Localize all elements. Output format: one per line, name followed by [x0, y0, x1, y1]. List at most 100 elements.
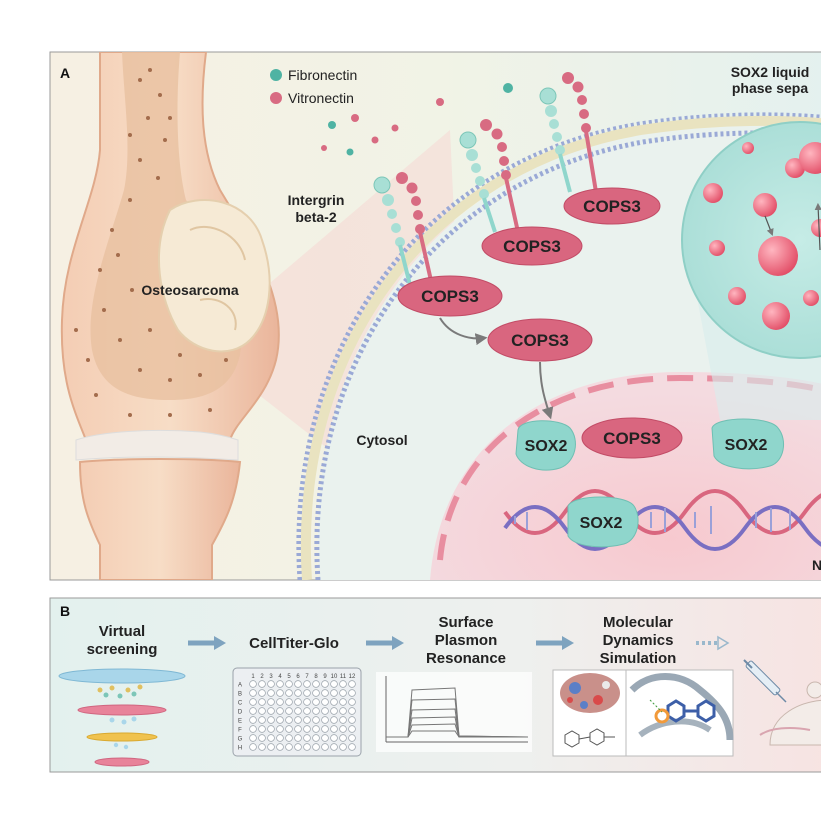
plate-well	[321, 698, 329, 706]
plate-col-label: 4	[278, 674, 282, 680]
plate-well	[312, 743, 320, 751]
plate-well	[258, 707, 266, 715]
plate-well	[348, 689, 356, 697]
plate-well	[330, 698, 338, 706]
integrin-receptor-3	[539, 72, 598, 193]
plate-well	[285, 689, 293, 697]
plate-well	[294, 698, 302, 706]
plate-well	[285, 698, 293, 706]
plate-well	[249, 680, 257, 688]
plate-well	[303, 698, 311, 706]
plate-well	[294, 716, 302, 724]
membrane-outer	[296, 112, 821, 580]
md-simulation-images	[552, 669, 734, 757]
plate-row-label: H	[238, 746, 242, 752]
plate-well	[348, 680, 356, 688]
step1-label-2: screening	[87, 641, 158, 658]
plate-well	[258, 698, 266, 706]
cops3-membrane-3	[563, 187, 661, 225]
plate-well	[339, 725, 347, 733]
plate-row-label: E	[238, 719, 242, 725]
cytosol-label: Cytosol	[356, 432, 407, 448]
cops3-label-1: COPS3	[421, 287, 479, 306]
plate-col-label: 6	[296, 674, 300, 680]
plate-well	[339, 707, 347, 715]
lps-title-2: phase sepa	[732, 80, 808, 96]
plate-row-label: A	[238, 683, 242, 689]
panel-b-label: B	[60, 603, 70, 619]
plate-col-label: 2	[260, 674, 264, 680]
plate-well	[294, 734, 302, 742]
step3-label-1: Surface	[438, 614, 493, 631]
plate-well	[258, 716, 266, 724]
plate-well	[276, 707, 284, 715]
plate-well	[285, 734, 293, 742]
plate-well	[258, 689, 266, 697]
plate-well	[249, 743, 257, 751]
step1-label-1: Virtual	[99, 623, 145, 640]
plate-well	[312, 698, 320, 706]
plate-well	[285, 725, 293, 733]
plate-well	[285, 680, 293, 688]
plate-well	[348, 725, 356, 733]
panel-a-label: A	[60, 65, 70, 81]
plate-well	[294, 680, 302, 688]
panel-b: B Virtual screening CellTiter-Glo	[49, 597, 821, 773]
step3-label-3: Resonance	[426, 650, 506, 667]
plate-well	[321, 680, 329, 688]
step3-label-2: Plasmon	[435, 632, 498, 649]
lps-title-1: SOX2 liquid	[731, 64, 810, 80]
plate-well	[249, 716, 257, 724]
fibronectin-label: Fibronectin	[288, 67, 357, 83]
plate-well	[348, 707, 356, 715]
plate-well	[267, 689, 275, 697]
plate-well	[339, 680, 347, 688]
integrin-label-2: beta-2	[295, 209, 336, 225]
plate-well	[276, 734, 284, 742]
plate-well	[312, 716, 320, 724]
protein-surface	[560, 673, 620, 713]
sox2-blob-1	[515, 420, 576, 471]
spr-sensorgram	[376, 672, 532, 752]
plate-well	[249, 707, 257, 715]
plate-well	[321, 707, 329, 715]
plate-col-label: 11	[340, 674, 347, 680]
plate-row-label: G	[238, 737, 243, 743]
lps-circle	[681, 121, 821, 359]
plate-col-label: 8	[314, 674, 318, 680]
plate-well	[303, 689, 311, 697]
plate-well	[303, 734, 311, 742]
plate-well	[312, 725, 320, 733]
integrin-receptor-2	[459, 119, 520, 233]
plate-well	[267, 707, 275, 715]
panel-a: SOX2 liquid phase sepa	[49, 51, 821, 581]
sox2-blob-dna	[567, 496, 639, 548]
tumor	[158, 199, 271, 353]
plate-well	[276, 725, 284, 733]
integrin-label-1: Intergrin	[288, 192, 345, 208]
vitronectin-legend-dot	[270, 92, 282, 104]
plate-well	[330, 680, 338, 688]
plate-well	[276, 680, 284, 688]
plate-well	[267, 680, 275, 688]
plate-well	[294, 743, 302, 751]
plate-well	[276, 716, 284, 724]
plate-well	[312, 680, 320, 688]
plate-well	[249, 734, 257, 742]
plate-well	[267, 725, 275, 733]
vitronectin-label: Vitronectin	[288, 90, 354, 106]
cops3-label-cytosol: COPS3	[511, 331, 569, 350]
plate-well	[267, 734, 275, 742]
dna-helix	[503, 489, 821, 551]
plate-well	[294, 725, 302, 733]
plate-well	[339, 698, 347, 706]
cops3-nucleus	[581, 417, 683, 459]
membrane-tails	[300, 115, 821, 580]
plate-well	[294, 689, 302, 697]
plate-well	[249, 725, 257, 733]
plate-well	[294, 707, 302, 715]
plate-well	[267, 698, 275, 706]
plate-well	[303, 725, 311, 733]
cops3-label-nucleus: COPS3	[603, 429, 661, 448]
